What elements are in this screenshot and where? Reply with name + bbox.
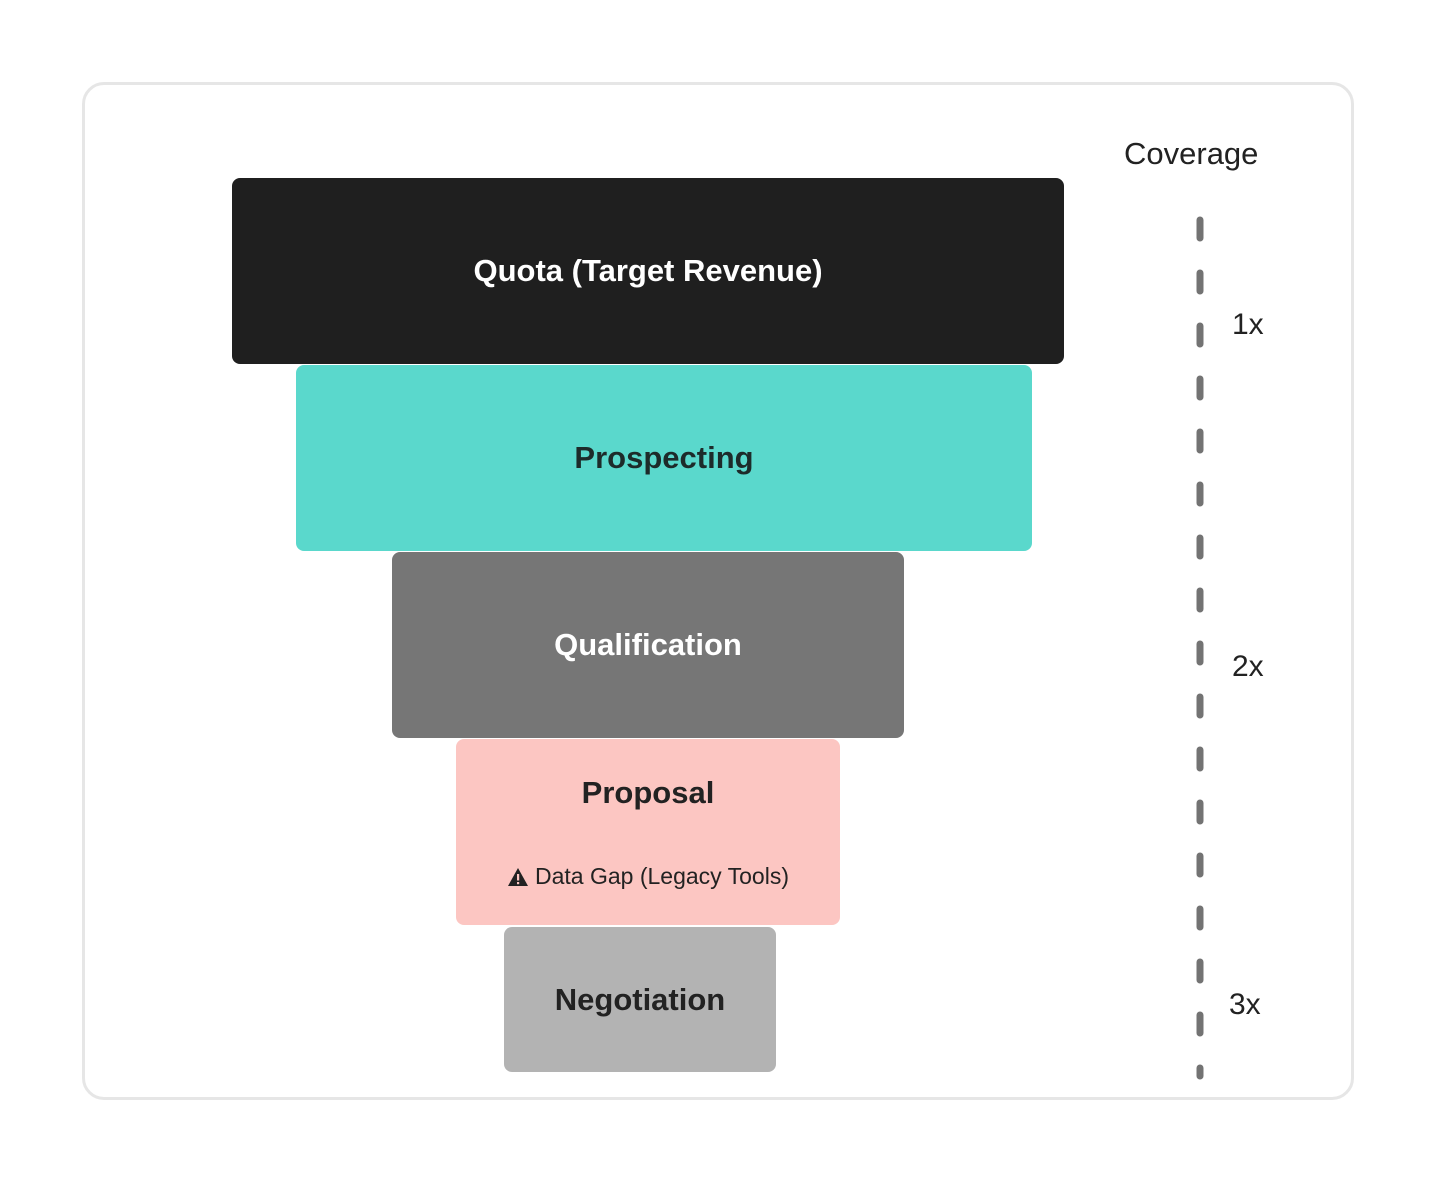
coverage-mark-2x: 2x	[1232, 650, 1264, 683]
coverage-axis	[1196, 216, 1204, 1080]
coverage-title: Coverage	[1124, 136, 1259, 171]
stage-label-prospecting: Prospecting	[574, 440, 754, 475]
funnel-stage-prospecting: Prospecting	[296, 365, 1032, 551]
stage-label-negotiation: Negotiation	[554, 981, 726, 1017]
stage-label-quota: Quota (Target Revenue)	[473, 253, 823, 288]
warning-icon	[508, 867, 528, 886]
funnel-stage-quota: Quota (Target Revenue)	[232, 178, 1064, 364]
stage-label-proposal: Proposal	[581, 775, 715, 810]
funnel-stage-qualification: Qualification	[392, 552, 904, 738]
data-gap-note: Data Gap (Legacy Tools)	[507, 863, 789, 890]
data-gap-note-text: Data Gap (Legacy Tools)	[535, 863, 789, 889]
funnel-stage-negotiation: Negotiation	[504, 927, 776, 1072]
stage-label-qualification: Qualification	[554, 627, 742, 662]
coverage-mark-3x: 3x	[1229, 988, 1261, 1021]
funnel-stage-proposal: Proposal Data Gap (Legacy Tools)	[456, 739, 840, 925]
coverage-mark-1x: 1x	[1232, 308, 1264, 341]
